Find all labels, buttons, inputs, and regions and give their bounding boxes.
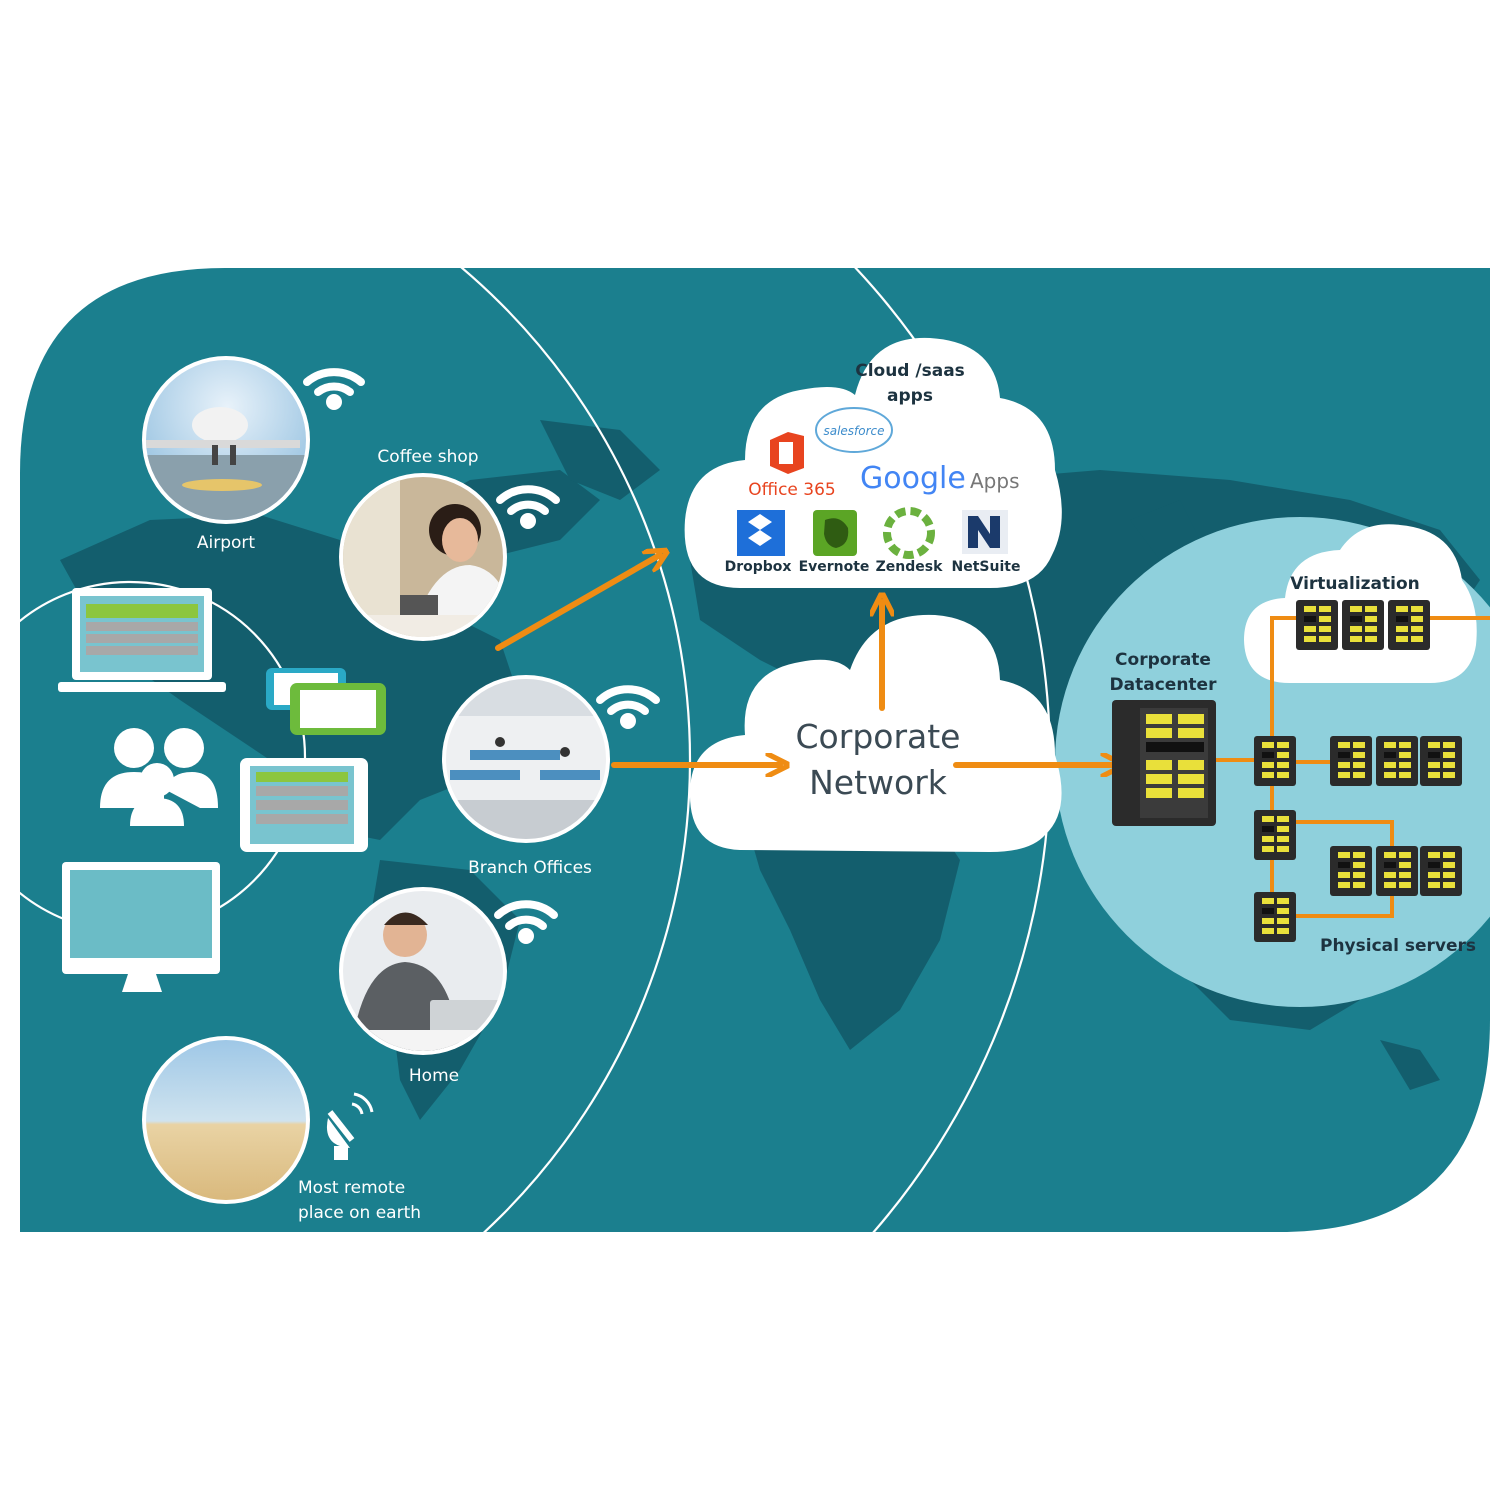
- flow-arrows: [495, 555, 1115, 765]
- remote-place-photo: [142, 1036, 310, 1204]
- server-icon: [1376, 846, 1418, 896]
- coffee-shop-photo: [339, 473, 507, 641]
- home-label: Home: [409, 1066, 459, 1086]
- google-apps-logo: Google Apps: [860, 461, 1020, 496]
- smartphone-icon: [290, 683, 386, 735]
- laptop-icon: [58, 588, 226, 692]
- server-icon: [1376, 736, 1418, 786]
- svg-text:Office 365: Office 365: [748, 480, 835, 500]
- satellite-dish-icon: [326, 1092, 374, 1160]
- server-icon: [1254, 892, 1296, 942]
- server-icon: [1388, 600, 1430, 650]
- branch-offices-label: Branch Offices: [468, 858, 592, 878]
- cloud-apps-title-line1: Cloud /saas: [855, 361, 965, 381]
- cloud-apps-title-line2: apps: [887, 386, 933, 406]
- app-label-evernote: Evernote: [799, 559, 870, 575]
- arrow-coffee-to-cloud-apps: [495, 555, 660, 651]
- datacenter-title-line2: Datacenter: [1110, 675, 1218, 695]
- evernote-icon: [813, 510, 857, 556]
- wifi-icon: [496, 485, 560, 529]
- remote-place-label-line2: place on earth: [298, 1203, 421, 1223]
- server-icon: [1296, 600, 1338, 650]
- svg-text:Apps: Apps: [970, 469, 1020, 493]
- wifi-icon: [596, 685, 660, 729]
- datacenter-title-line1: Corporate: [1115, 650, 1211, 670]
- salesforce-logo: salesforce: [815, 407, 893, 453]
- server-rack-icon: [1112, 700, 1216, 826]
- users-group-icon: [100, 728, 218, 826]
- app-label-netsuite: NetSuite: [952, 559, 1021, 575]
- corporate-network-label-line1: Corporate: [796, 717, 961, 756]
- svg-text:salesforce: salesforce: [823, 424, 884, 438]
- netsuite-icon: [962, 510, 1008, 554]
- wifi-icon: [494, 900, 558, 944]
- server-units: [1254, 600, 1462, 942]
- corporate-network-label-line2: Network: [809, 763, 948, 802]
- server-icon: [1254, 810, 1296, 860]
- desktop-monitor-icon: [62, 862, 220, 992]
- home-photo: [339, 887, 507, 1055]
- server-icon: [1330, 736, 1372, 786]
- remote-place-label-line1: Most remote: [298, 1178, 405, 1198]
- office365-logo: Office 365: [748, 432, 836, 500]
- server-icon: [1420, 846, 1462, 896]
- svg-text:Google: Google: [860, 461, 966, 496]
- airport-label: Airport: [197, 533, 256, 553]
- server-icon: [1342, 600, 1384, 650]
- physical-servers-label: Physical servers: [1320, 936, 1476, 956]
- corporate-network-cloud: [689, 614, 1062, 852]
- app-label-zendesk: Zendesk: [876, 559, 943, 575]
- wifi-icon: [303, 368, 365, 410]
- virtualization-label: Virtualization: [1290, 574, 1420, 594]
- app-label-dropbox: Dropbox: [725, 559, 792, 575]
- tablet-icon: [240, 758, 368, 852]
- server-icon: [1330, 846, 1372, 896]
- server-icon: [1254, 736, 1296, 786]
- zendesk-icon: [883, 507, 935, 559]
- server-icon: [1420, 736, 1462, 786]
- coffee-shop-label: Coffee shop: [377, 447, 478, 467]
- dropbox-icon: [737, 510, 785, 556]
- airport-photo: [142, 356, 310, 524]
